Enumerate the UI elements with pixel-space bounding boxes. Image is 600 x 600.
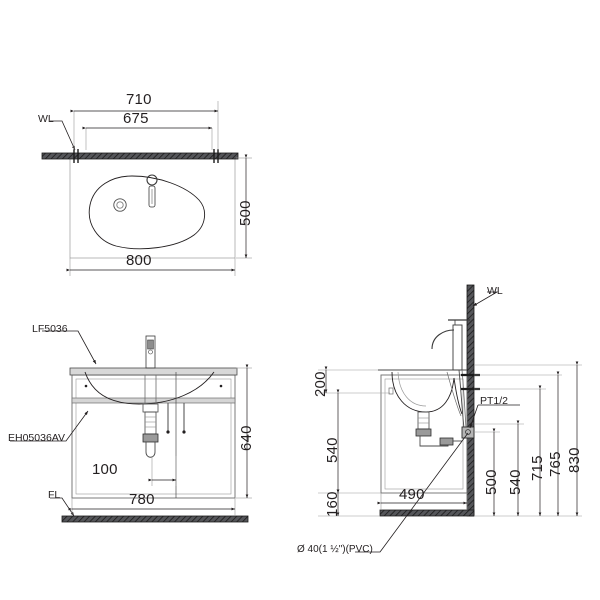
side-dim-500: 500: [483, 469, 500, 495]
side-view-geometry: [318, 284, 582, 553]
side-dim-200: 200: [312, 371, 329, 397]
front-dim-100: 100: [92, 461, 118, 478]
plan-dim-675: 675: [123, 110, 149, 127]
front-label-fl: FL: [48, 489, 61, 501]
side-dim-540-trap: 540: [507, 469, 524, 495]
front-view-geometry: [10, 330, 252, 523]
plan-dim-800: 800: [126, 252, 152, 269]
side-dim-765: 765: [547, 451, 564, 477]
side-label-wl: WL: [487, 285, 503, 297]
side-dim-715: 715: [529, 455, 546, 481]
plan-dim-710: 710: [126, 91, 152, 108]
side-label-waste-pipe: Ø 40(1 ½")(PVC): [297, 544, 373, 555]
plan-view-geometry: [41, 101, 252, 276]
side-dim-830: 830: [566, 447, 583, 473]
side-dim-540-cabinet: 540: [324, 437, 341, 463]
side-label-pt12: PT1/2: [480, 395, 509, 407]
front-label-lf5036: LF5036: [32, 323, 68, 335]
front-label-eh05036av: EH05036AV: [8, 432, 66, 444]
front-dim-640: 640: [238, 425, 255, 451]
plan-label-wl: WL: [38, 113, 54, 125]
front-dim-780: 780: [129, 491, 155, 508]
side-dim-490: 490: [399, 486, 425, 503]
plan-dim-500: 500: [237, 200, 254, 226]
side-dim-160: 160: [324, 491, 341, 517]
